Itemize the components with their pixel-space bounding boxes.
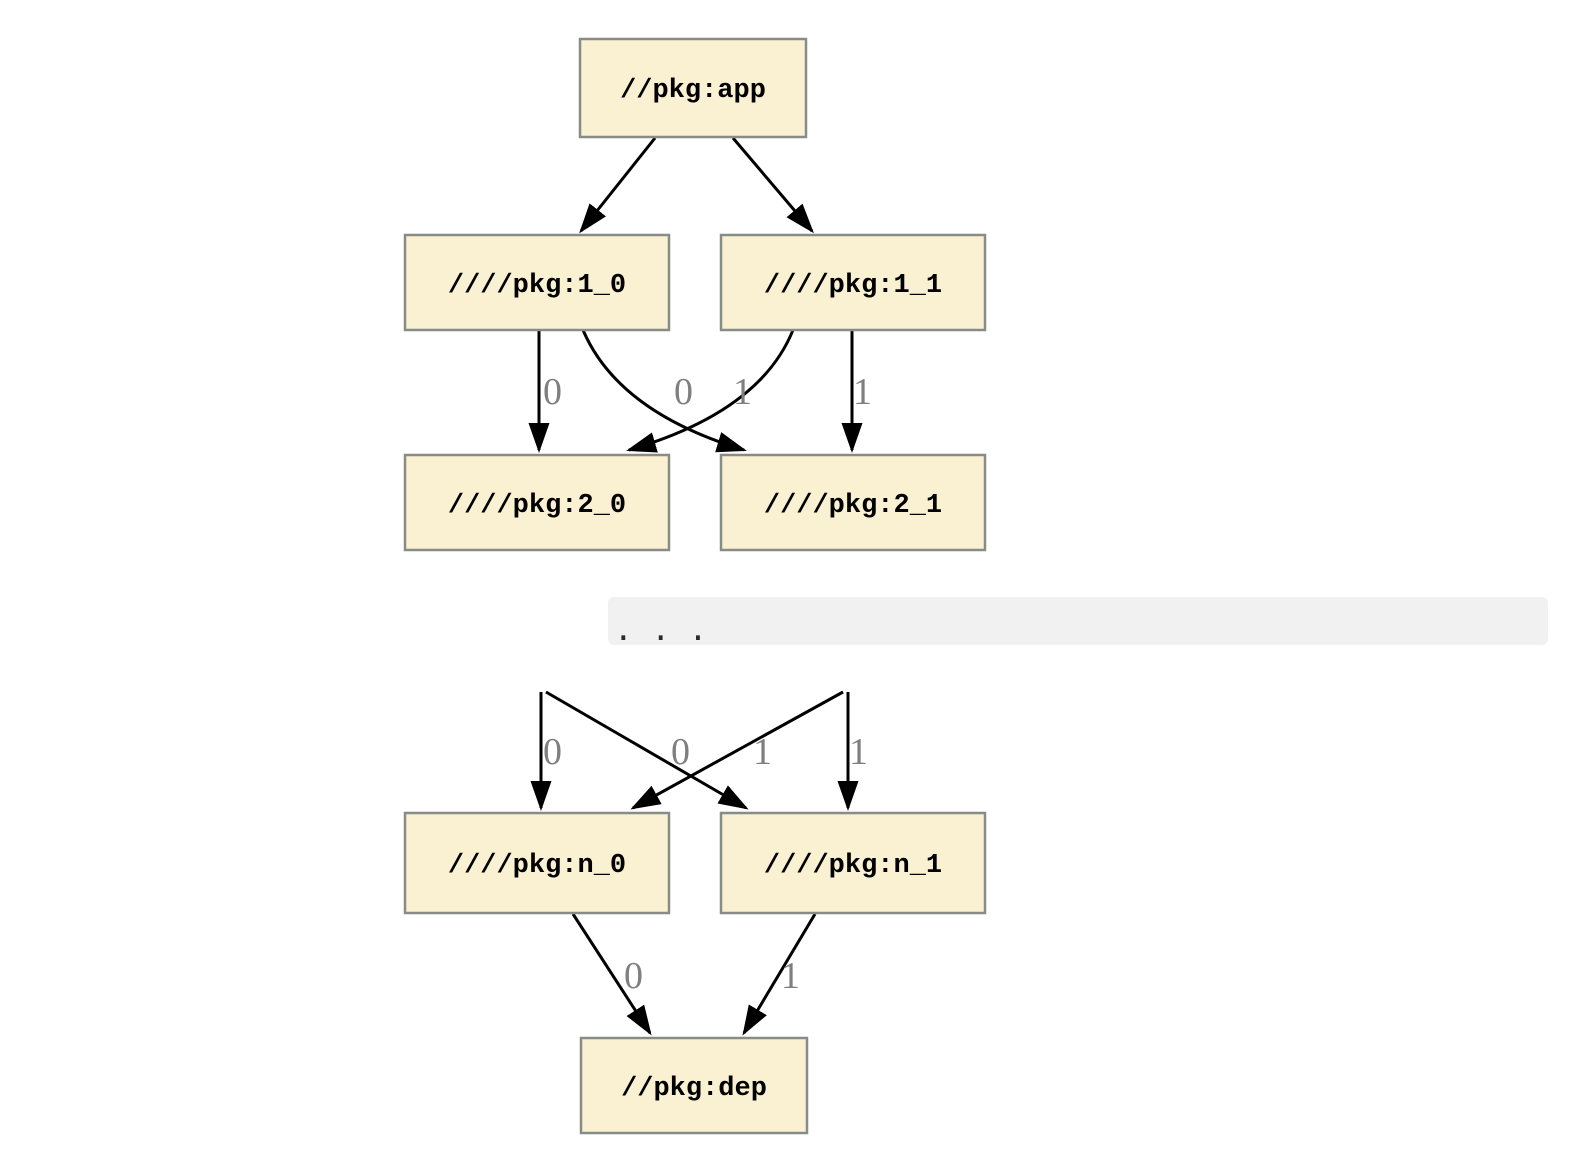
edge-hidden-cross-to-pkgn_0 <box>630 690 844 810</box>
node-pkg-n_0-label: ////pkg:n_0 <box>448 851 626 881</box>
node-pkg-1_1-box <box>719 233 987 332</box>
node-pkg-2_0: ////pkg:2_0 <box>403 453 671 552</box>
edges-group <box>528 137 863 1036</box>
edge-label-hidden-cross-to-pkgn_0: 0 <box>671 731 690 773</box>
node-pkg-dep-box <box>579 1036 809 1135</box>
node-pkg-n_1: ////pkg:n_1 <box>719 811 987 915</box>
edge-label-pkg1_0-to-pkg2_0: 0 <box>543 371 562 413</box>
edge-app-to-pkg1_0 <box>579 137 657 234</box>
node-pkg-n_1-label: ////pkg:n_1 <box>764 851 942 881</box>
node-pkg-1_0: ////pkg:1_0 <box>403 233 671 332</box>
node-pkg-n_0: ////pkg:n_0 <box>403 811 671 915</box>
edge-label-pkg1_1-to-pkg2_0: 0 <box>674 371 693 413</box>
node-pkg-2_1: ////pkg:2_1 <box>719 453 987 552</box>
node-pkg-1_1-label: ////pkg:1_1 <box>764 271 942 301</box>
edge-label-hidden-cross-to-pkgn_1: 1 <box>753 731 772 773</box>
node-pkg-n_0-box <box>403 811 671 915</box>
node-pkg-n_1-box <box>719 811 987 915</box>
nodes-group: //pkg:app ////pkg:1_0 ////pkg:1_1 ////pk… <box>403 37 987 1135</box>
edge-label-pkgn_1-to-dep: 1 <box>781 955 800 997</box>
edge-pkgn_0-to-dep <box>571 913 652 1036</box>
ellipsis-bar: . . . <box>608 597 1548 648</box>
edge-label-pkg1_1-to-pkg2_1: 1 <box>853 371 872 413</box>
node-pkg-2_0-label: ////pkg:2_0 <box>448 491 626 521</box>
node-pkg-dep: //pkg:dep <box>579 1036 809 1135</box>
edge-app-to-pkg1_1 <box>731 137 814 234</box>
edge-pkgn_1-to-dep <box>742 913 817 1036</box>
edge-labels-group: 0 0 1 1 0 0 1 1 0 1 <box>543 371 872 997</box>
ellipsis-bar-background <box>608 597 1548 645</box>
edge-pkg1_1-to-pkg2_0 <box>626 329 795 453</box>
node-pkg-2_1-label: ////pkg:2_1 <box>764 491 942 521</box>
edge-label-pkg1_0-to-pkg2_1: 1 <box>733 371 752 413</box>
node-pkg-1_1: ////pkg:1_1 <box>719 233 987 332</box>
node-pkg-app: //pkg:app <box>578 37 808 139</box>
node-pkg-dep-label: //pkg:dep <box>621 1074 767 1104</box>
edge-label-hidden-to-pkgn_0: 0 <box>543 731 562 773</box>
node-pkg-app-label: //pkg:app <box>620 76 766 106</box>
edge-pkg1_0-to-pkg2_1 <box>581 329 747 453</box>
edge-label-hidden-to-pkgn_1: 1 <box>849 731 868 773</box>
node-pkg-1_0-label: ////pkg:1_0 <box>448 271 626 301</box>
edge-hidden-cross-to-pkgn_1 <box>545 690 749 810</box>
node-pkg-app-box <box>578 37 808 139</box>
edge-label-pkgn_0-to-dep: 0 <box>624 955 643 997</box>
node-pkg-2_1-box <box>719 453 987 552</box>
ellipsis-label: . . . <box>614 612 707 648</box>
node-pkg-1_0-box <box>403 233 671 332</box>
node-pkg-2_0-box <box>403 453 671 552</box>
